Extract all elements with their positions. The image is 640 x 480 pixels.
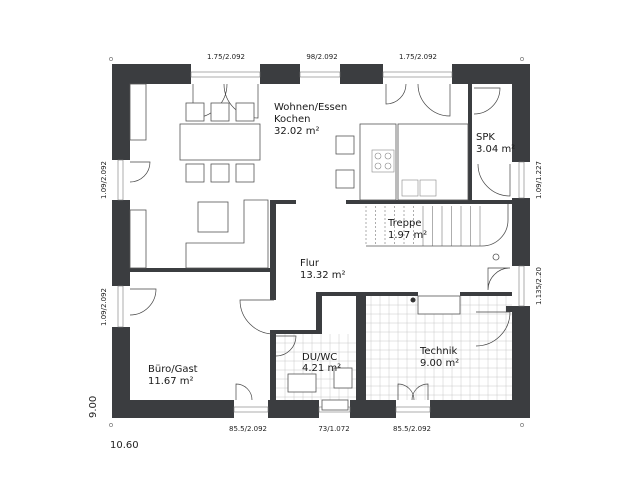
room-treppe-area: 1.97 m² (388, 230, 427, 241)
chair (210, 163, 230, 183)
room-technik-name: Technik (419, 346, 458, 357)
coffee-table (197, 201, 229, 233)
dim-left-1: 1.09/2.092 (100, 161, 108, 199)
dim-top-3: 1.75/2.092 (399, 53, 437, 61)
room-duwc-name: DU/WC (302, 352, 337, 363)
tv-unit (129, 209, 147, 269)
chair (185, 163, 205, 183)
corner-markers (109, 57, 524, 427)
room-duwc-area: 4.21 m² (302, 363, 341, 374)
dim-top-2: 98/2.092 (306, 53, 337, 61)
heating-unit (417, 295, 461, 315)
island-stool (335, 169, 355, 189)
chair (185, 102, 205, 122)
room-buero-name: Büro/Gast (148, 364, 198, 375)
wc-icon (333, 367, 353, 389)
room-technik-area: 9.00 m² (420, 358, 459, 369)
room-treppe-name: Treppe (387, 218, 422, 229)
meter-icon (410, 297, 416, 303)
dim-bottom-3: 85.5/2.092 (393, 425, 431, 433)
room-buero-area: 11.67 m² (148, 376, 194, 387)
dim-left-2: 1.09/2.092 (100, 288, 108, 326)
dim-bottom-2: 73/1.072 (318, 425, 349, 433)
room-wohnen-name-2: Kochen (274, 114, 311, 125)
oven-icon (419, 179, 437, 197)
windows (117, 71, 525, 413)
island-stool (335, 135, 355, 155)
dim-right-1: 1.09/1.227 (535, 161, 543, 199)
technik-fixtures (410, 295, 461, 315)
room-spk-area: 3.04 m² (476, 144, 515, 155)
kitchen-counter-back (397, 123, 469, 201)
chair (235, 102, 255, 122)
kitchen-counter (359, 123, 397, 201)
living-seating (129, 83, 269, 269)
overall-depth: 9.00 (88, 396, 99, 418)
dim-bottom-1: 85.5/2.092 (229, 425, 267, 433)
dining-set (179, 102, 261, 183)
dim-top-1: 1.75/2.092 (207, 53, 245, 61)
sink-icon (401, 179, 419, 197)
technik-tile-floor (362, 296, 514, 402)
room-wohnen-area: 32.02 m² (274, 126, 320, 137)
room-wohnen-name: Wohnen/Essen (274, 102, 347, 113)
sideboard (129, 83, 147, 141)
overall-width: 10.60 (110, 440, 139, 451)
dim-right-2: 1.135/2.20 (535, 267, 543, 305)
bathroom-fixtures (287, 367, 353, 411)
shower-tray (321, 399, 349, 411)
room-flur-area: 13.32 m² (300, 270, 346, 281)
chair (235, 163, 255, 183)
interior-walls (130, 84, 512, 402)
door-swings (129, 83, 511, 401)
kitchen (335, 123, 469, 201)
exterior-walls (112, 64, 530, 418)
sofa (185, 199, 269, 269)
chair (210, 102, 230, 122)
hob-icon (371, 149, 395, 173)
room-spk-name: SPK (476, 132, 495, 143)
washbasin-icon (287, 373, 317, 393)
staircase (365, 204, 509, 261)
dining-table (179, 123, 261, 161)
room-flur-name: Flur (300, 258, 320, 269)
